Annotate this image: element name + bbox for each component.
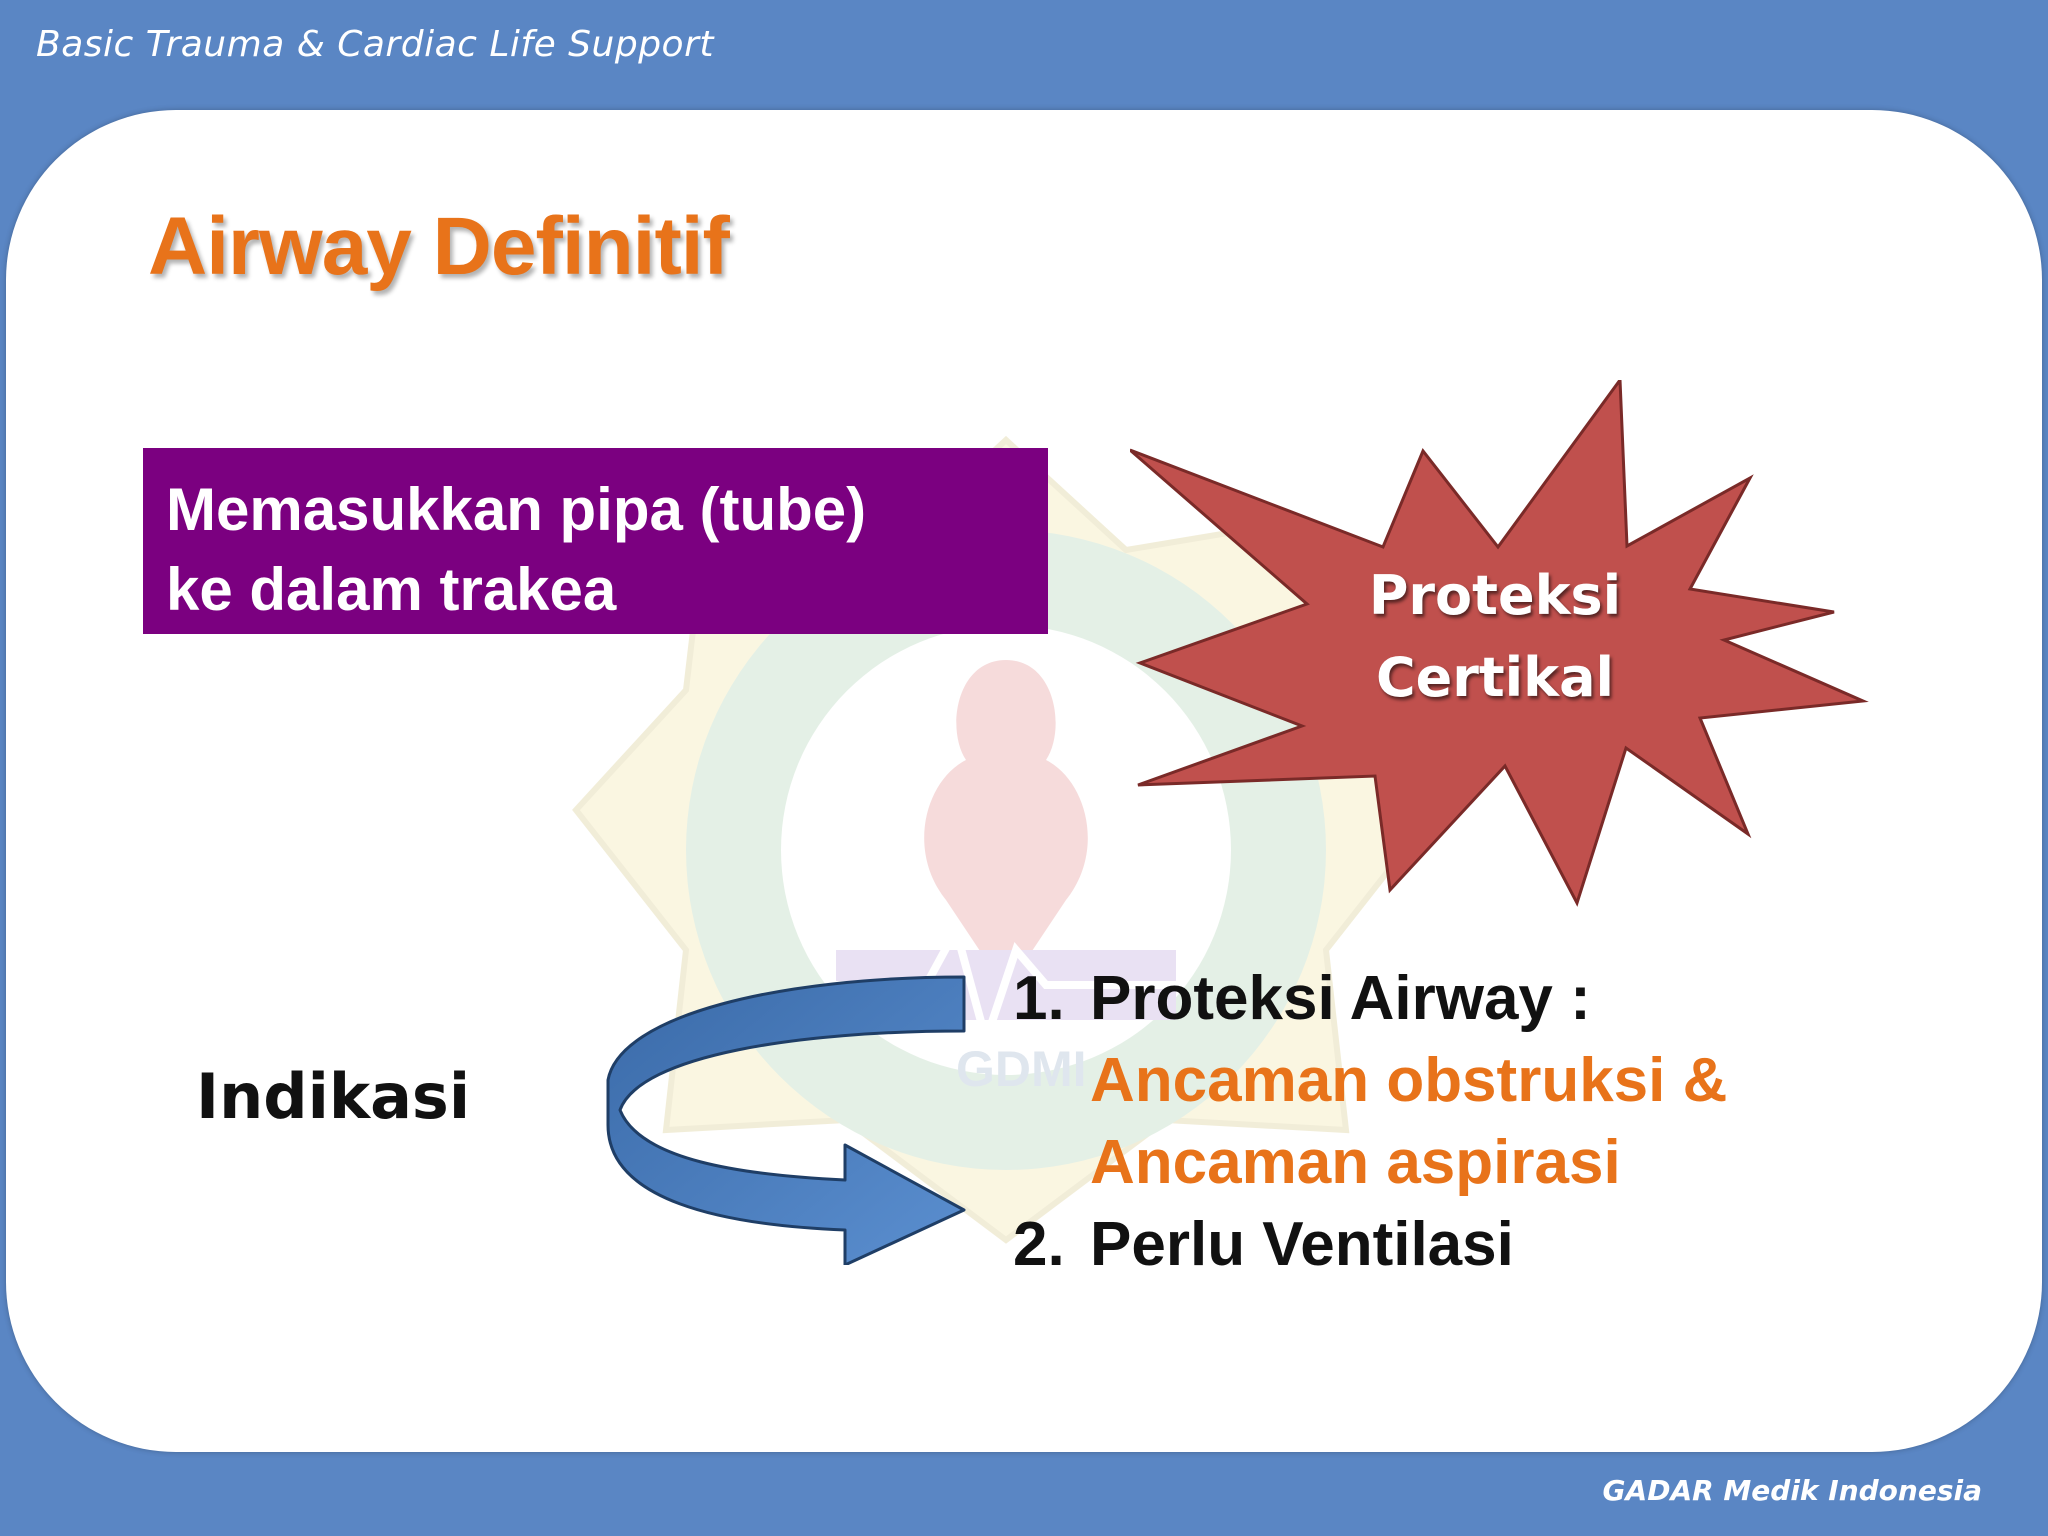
indication-sub-1: Ancaman obstruksi & [1090, 1046, 1728, 1115]
starburst-line-2: Certikal [1375, 646, 1615, 709]
footer-brand: GADAR Medik Indonesia [1602, 1474, 1982, 1507]
indication-number-1: 1. [1013, 964, 1065, 1033]
header-title: Basic Trauma & Cardiac Life Support [36, 24, 714, 65]
indication-sub-2: Ancaman aspirasi [1090, 1128, 1621, 1197]
indication-label-2: Perlu Ventilasi [1090, 1210, 1514, 1279]
definition-line-2: ke dalam trakea [166, 556, 617, 623]
indication-list: 1.Proteksi Airway : Ancaman obstruksi & … [1013, 958, 1727, 1286]
starburst-line-1: Proteksi [1368, 564, 1622, 627]
definition-line-1: Memasukkan pipa (tube) [166, 476, 867, 543]
indication-label-1: Proteksi Airway : [1090, 964, 1591, 1033]
slide-title: Airway Definitif [148, 201, 730, 292]
curved-arrow-icon [606, 975, 966, 1265]
indikasi-label: Indikasi [196, 1060, 471, 1133]
indication-item-1: 1. Proteksi Airway : [1013, 958, 1727, 1040]
indication-number-2: 2. [1013, 1210, 1065, 1279]
definition-box: Memasukkan pipa (tube) ke dalam trakea [143, 448, 1048, 634]
watermark-logo-text: GDMI [956, 1041, 1087, 1097]
starburst-label: Proteksi Certikal [1295, 555, 1695, 719]
content-panel: Airway Definitif Memasukkan pipa (tube) … [6, 110, 2042, 1452]
indication-item-2: 2. Perlu Ventilasi [1013, 1204, 1727, 1286]
starburst-shape [1130, 380, 1869, 907]
